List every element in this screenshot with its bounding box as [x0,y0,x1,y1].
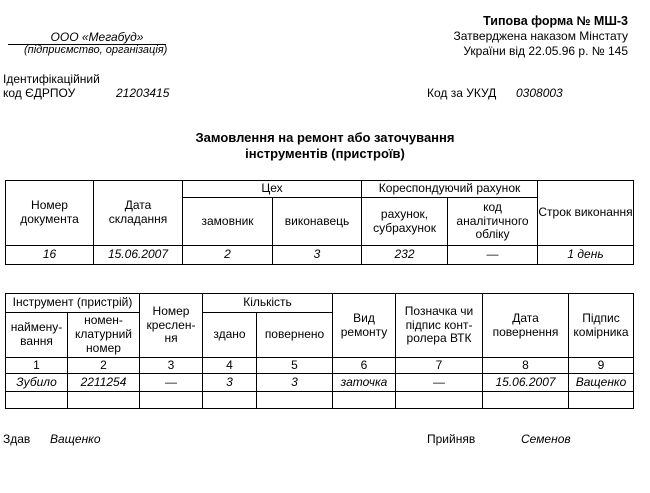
hdr-shop: Цех [181,180,363,198]
received-label: Прийняв [427,432,476,446]
doc-title-line-2: інструментів (пристроїв) [245,146,405,161]
col-number: 6 [332,357,397,374]
handed-label: Здав [3,432,31,446]
col-number: 1 [5,357,68,374]
cell-nomenclature: 2211254 [67,373,140,392]
hdr-instrument: Інструмент (пристрій) [5,293,140,313]
hdr-return-date: Дата повернення [482,293,570,358]
org-name-text: ООО «Мегабуд» [50,30,144,44]
cell-analytic-code: — [447,245,539,265]
cell-term: 1 день [537,245,635,265]
hdr-doc-number: Номер документа [5,180,94,246]
cell-return-date: 15.06.2007 [482,373,570,392]
approved-line-2: України від 22.05.96 р. № 145 [463,44,628,58]
received-name: Семенов [521,432,571,446]
table-row: 16 15.06.2007 2 3 232 — 1 день [5,245,635,265]
ident-code: 21203415 [116,86,170,100]
handed-name: Ващенко [50,432,101,446]
form-title: Типова форма № МШ-3 [483,14,628,28]
ukud-code: 0308003 [516,86,563,100]
col-number: 7 [395,357,484,374]
hdr-nomenclature: номен-клатурний номер [67,312,140,358]
org-name: ООО «Мегабуд» [8,30,166,45]
ukud-label: Код за УКУД [427,86,497,100]
cell-doc-number: 16 [5,245,94,265]
ident-label-1: Ідентифікаційний [3,72,100,86]
cell-subaccount: 232 [361,245,449,265]
cell-customer: 2 [182,245,273,265]
col-number: 5 [255,357,334,374]
column-numbers-row: 1 2 3 4 5 6 7 8 9 [5,357,635,374]
hdr-quantity: Кількість [201,293,334,313]
cell-keeper-sign: Ващенко [568,373,635,392]
hdr-drawing: Номер креслен-ня [139,293,203,358]
col-number: 8 [482,357,570,374]
hdr-customer: замовник [182,197,273,246]
hdr-analytic-code: код аналітичного обліку [447,197,539,246]
hdr-repair-type: Вид ремонту [332,293,397,358]
hdr-account: Кореспондуючий рахунок [361,180,539,198]
col-number: 2 [67,357,140,374]
hdr-term: Строк виконання [537,180,635,246]
table-row: Зубило 2211254 — 3 3 заточка — 15.06.200… [5,373,635,392]
cell-name: Зубило [5,373,68,392]
cell-otk-mark: — [395,373,484,392]
org-caption: (підприємство, організація) [24,44,168,56]
empty-row [5,391,635,409]
ident-label-2: код ЄДРПОУ [3,86,76,100]
hdr-keeper-sign: Підпис комірника [568,293,635,358]
hdr-executor: виконавець [271,197,363,246]
cell-drawing: — [139,373,203,392]
hdr-returned: повернено [255,312,334,358]
col-number: 3 [139,357,203,374]
doc-title-line-1: Замовлення на ремонт або заточування [195,130,455,145]
cell-returned: 3 [255,373,334,392]
hdr-name: наймену-вання [5,312,68,358]
cell-handed: 3 [202,373,257,392]
cell-date: 15.06.2007 [93,245,183,265]
hdr-otk-mark: Позначка чи підпис конт-ролера ВТК [395,293,484,358]
col-number: 9 [568,357,635,374]
instruments-table: Інструмент (пристрій) Номер креслен-ня К… [5,293,635,409]
cell-executor: 3 [271,245,363,265]
cell-repair-type: заточка [332,373,397,392]
hdr-date: Дата складання [93,180,183,246]
hdr-subaccount: рахунок, субрахунок [361,197,449,246]
col-number: 4 [202,357,257,374]
approved-line-1: Затверджена наказом Мінстату [453,29,628,43]
hdr-handed: здано [202,312,257,358]
order-table: Номер документа Дата складання Цех Корес… [5,180,635,265]
